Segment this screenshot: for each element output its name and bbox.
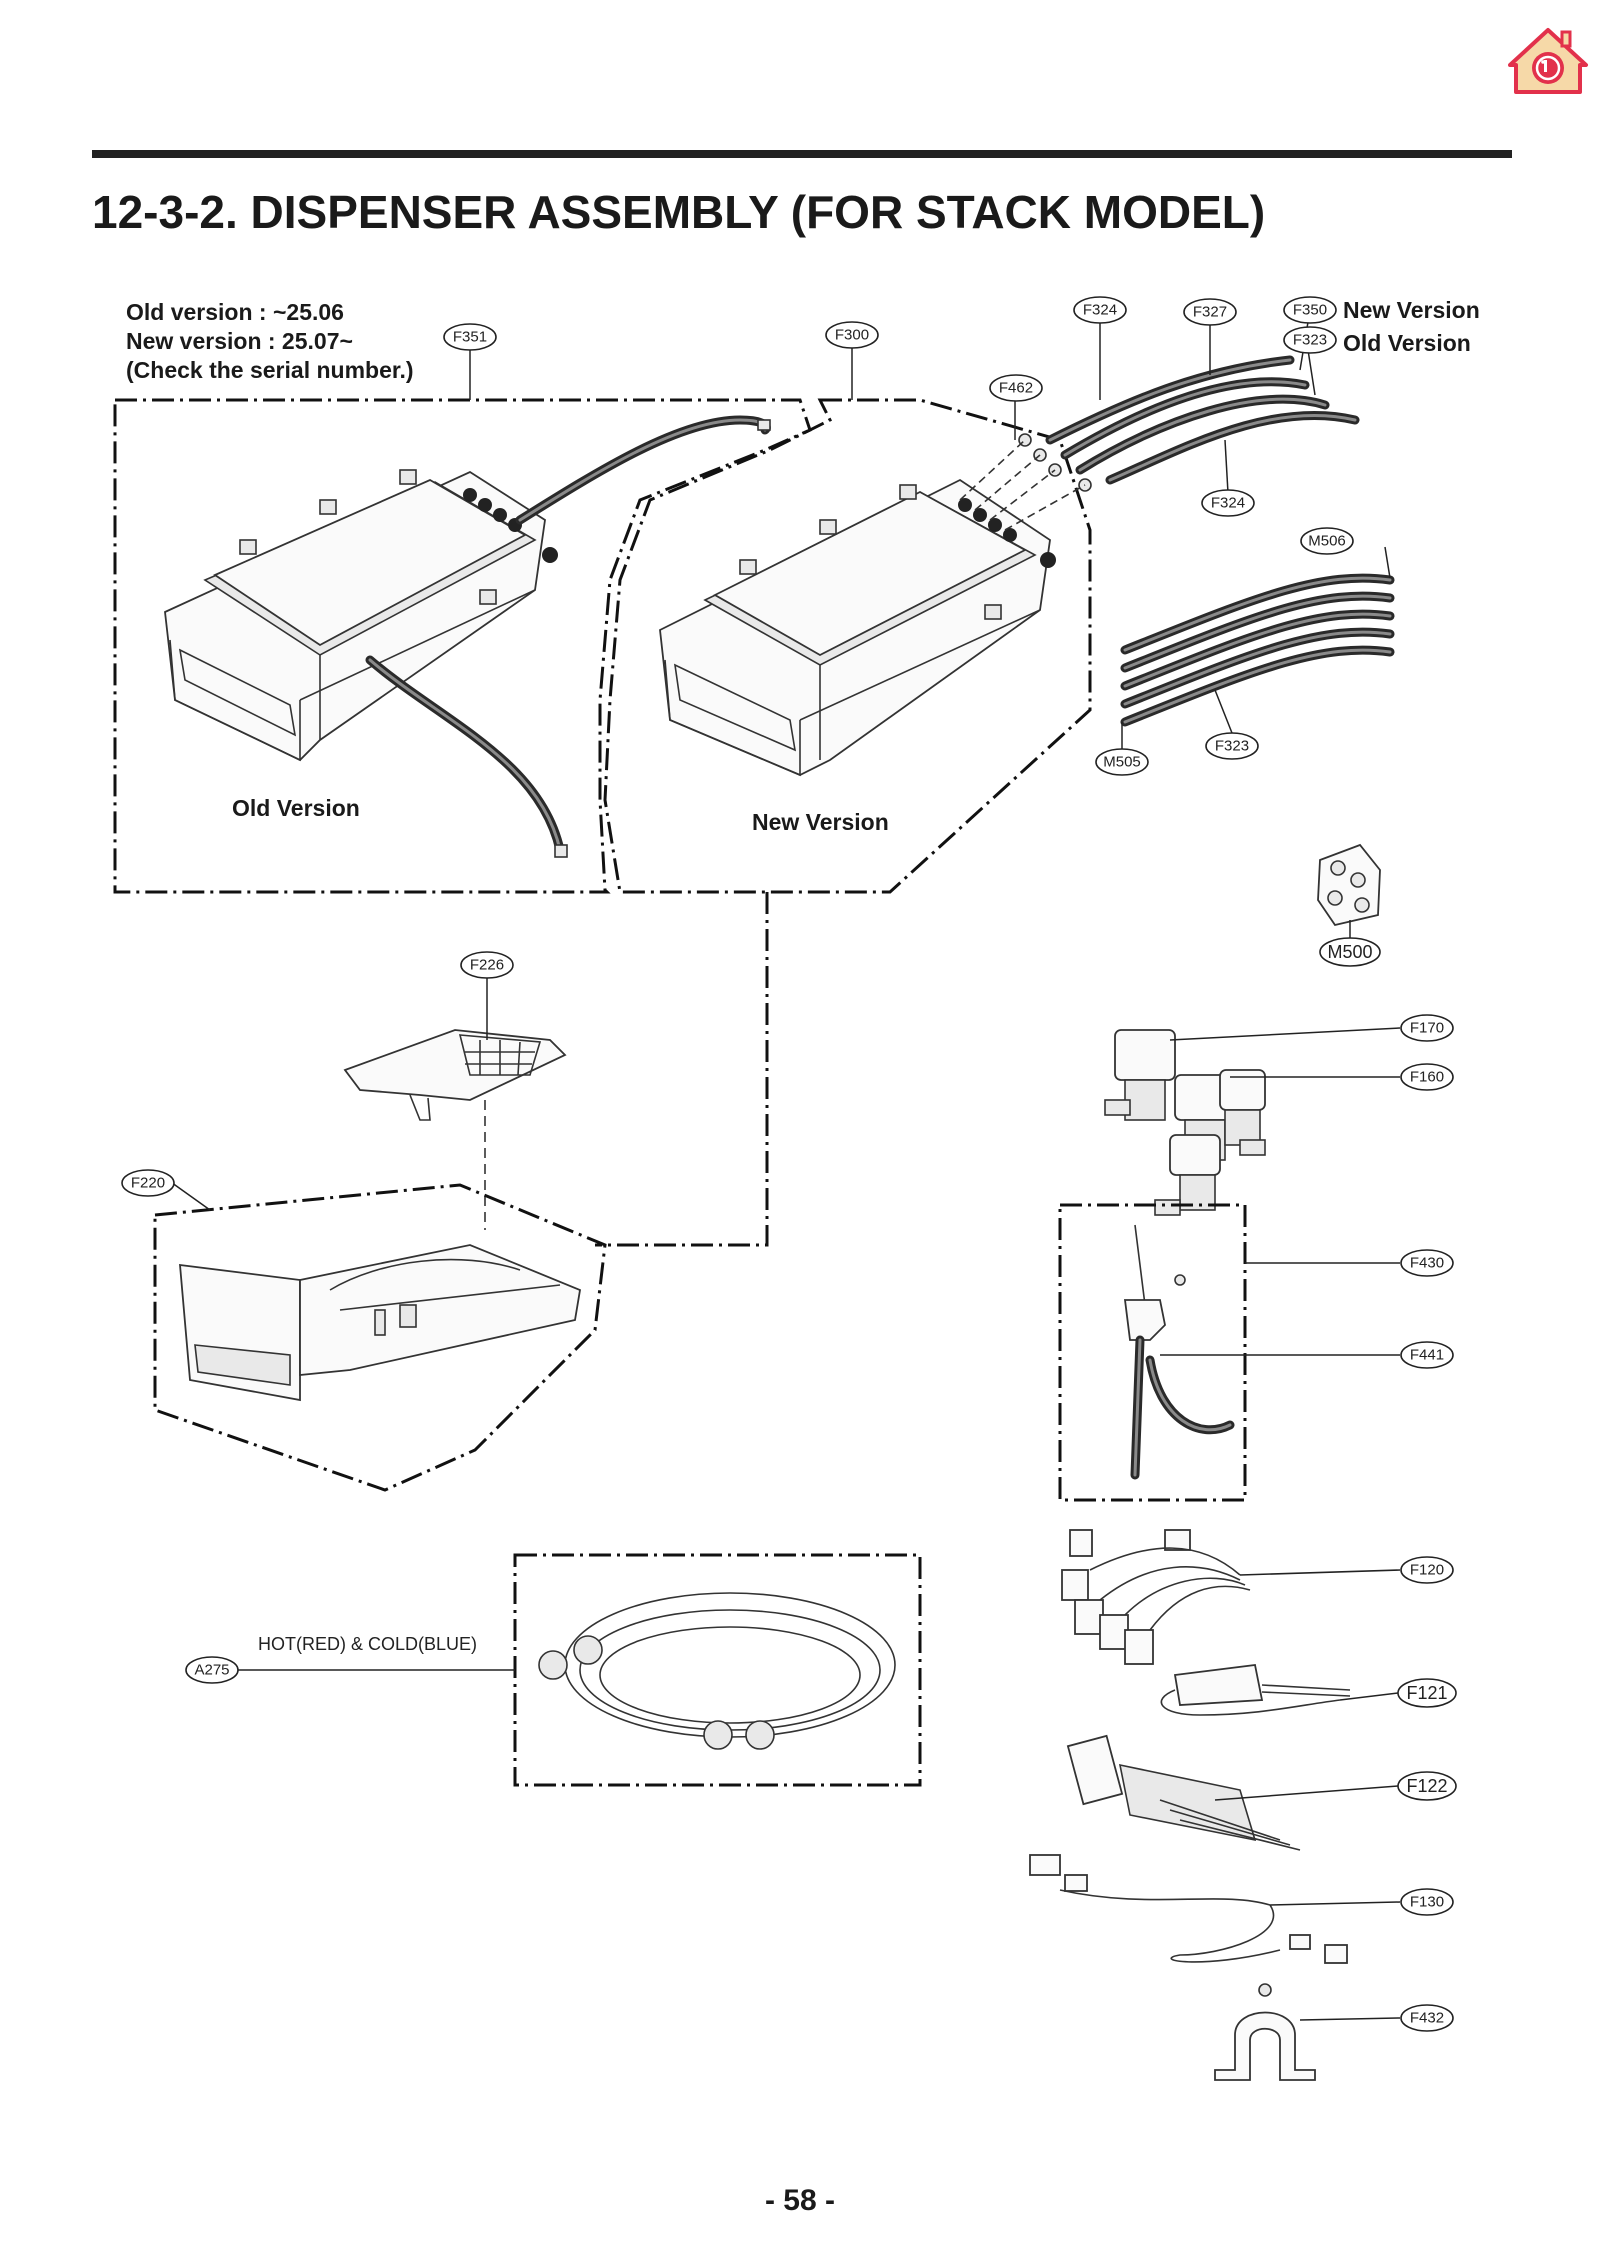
- part-tag-label: F432: [1410, 2010, 1444, 2027]
- part-tag-label: F351: [453, 329, 487, 346]
- part-tag: F121: [1397, 1678, 1457, 1708]
- part-tag-label: F350: [1293, 302, 1327, 319]
- part-tag: F327: [1183, 298, 1237, 326]
- leader-F432: [1299, 2017, 1401, 2021]
- home-logo-icon[interactable]: [1508, 28, 1588, 94]
- inlet-hose-boundary: [513, 1553, 922, 1787]
- wire-harness-f120: [1061, 1529, 1251, 1665]
- leader-F220: [167, 1179, 211, 1211]
- hoses-f324-f327-f350: [959, 355, 1360, 531]
- page-number: - 58 -: [765, 2184, 835, 2217]
- part-tag: F351: [443, 323, 497, 351]
- vent-hose-assembly: [1123, 1224, 1235, 1480]
- clamp-f432: [1214, 1983, 1316, 2081]
- header-rule: [92, 150, 1512, 158]
- part-tag: F130: [1400, 1888, 1454, 1916]
- version-note: Old version : ~25.06 New version : 25.07…: [126, 299, 414, 383]
- drain-hose-boundary: [1058, 1203, 1247, 1502]
- part-tag-label: F327: [1193, 304, 1227, 321]
- part-tag: F350: [1283, 296, 1337, 324]
- pressure-switch: [1317, 843, 1381, 927]
- hose-f351: [365, 415, 771, 858]
- part-tag-label: F324: [1211, 495, 1245, 512]
- part-tag-label: F220: [131, 1175, 165, 1192]
- leader-F324b: [1224, 439, 1229, 494]
- part-tag-label: F120: [1410, 1562, 1444, 1579]
- leader-F120: [1239, 1569, 1401, 1576]
- hoses-m505-m506-f323: [1120, 573, 1395, 727]
- page-title: 12-3-2. DISPENSER ASSEMBLY (FOR STACK MO…: [92, 186, 1265, 238]
- leader-F121: [1339, 1692, 1399, 1701]
- part-tag: F462: [989, 374, 1043, 402]
- part-tag: F226: [460, 951, 514, 979]
- part-tag: M505: [1095, 748, 1149, 776]
- wire-harness-f121: [1160, 1664, 1351, 1716]
- part-tag-label: F300: [835, 327, 869, 344]
- part-tag: A275: [185, 1656, 239, 1684]
- inlet-hoses: [538, 1592, 896, 1750]
- leader-F130: [1269, 1901, 1401, 1906]
- leader-F170: [1169, 1027, 1401, 1041]
- dispenser-housing-old: [164, 469, 558, 762]
- part-tag: F441: [1400, 1341, 1454, 1369]
- leader-M506: [1384, 546, 1391, 579]
- dispenser-lid: [343, 1029, 567, 1121]
- part-tag-label: F160: [1410, 1069, 1444, 1086]
- note-line-1: Old version : ~25.06: [126, 299, 344, 325]
- water-valves: [1104, 1029, 1266, 1216]
- part-tag-label: F323: [1215, 738, 1249, 755]
- new-version-legend: New Version: [1343, 297, 1480, 323]
- part-tag-label: F226: [470, 957, 504, 974]
- leader-F323b: [1214, 689, 1233, 734]
- inlet-hose-label: HOT(RED) & COLD(BLUE): [258, 1634, 477, 1654]
- wire-harness-f122: [1066, 1734, 1301, 1851]
- part-tag-label: F170: [1410, 1020, 1444, 1037]
- part-tag-label: F130: [1410, 1894, 1444, 1911]
- part-tag-label: F462: [999, 380, 1033, 397]
- part-tag: F170: [1400, 1014, 1454, 1042]
- part-tag: F324: [1073, 296, 1127, 324]
- leader-F122: [1214, 1785, 1399, 1801]
- part-tag-label: A275: [194, 1662, 229, 1679]
- part-tag: M506: [1300, 527, 1354, 555]
- connector-line: [595, 892, 769, 1247]
- wire-harness-f130: [1029, 1854, 1348, 1964]
- old-version-section-label: Old Version: [232, 795, 360, 821]
- part-tag: M500: [1319, 937, 1381, 967]
- part-tag: F120: [1400, 1556, 1454, 1584]
- detergent-drawer: [179, 1244, 582, 1402]
- part-tag: F323: [1283, 326, 1337, 354]
- part-tag: F300: [825, 321, 879, 349]
- part-tag-label: F441: [1410, 1347, 1444, 1364]
- part-tag-label: M505: [1103, 754, 1141, 771]
- part-tag-label: M506: [1308, 533, 1346, 550]
- note-line-3: (Check the serial number.): [126, 357, 414, 383]
- part-tag: F430: [1400, 1249, 1454, 1277]
- part-tag: F323: [1205, 732, 1259, 760]
- part-tag-label: F122: [1406, 1776, 1447, 1796]
- old-version-boundary: [113, 398, 812, 894]
- part-tag-label: M500: [1327, 942, 1372, 962]
- part-tag: F122: [1397, 1771, 1457, 1801]
- part-tag: F432: [1400, 2004, 1454, 2032]
- part-tag: F160: [1400, 1063, 1454, 1091]
- part-tag: F324: [1201, 489, 1255, 517]
- part-tag-label: F324: [1083, 302, 1117, 319]
- part-tag-label: F430: [1410, 1255, 1444, 1272]
- part-tag-label: F323: [1293, 332, 1327, 349]
- leader-F323a: [1307, 349, 1316, 396]
- part-tag: F220: [121, 1169, 175, 1197]
- part-tag-label: F121: [1406, 1683, 1447, 1703]
- dispenser-housing-new: [659, 478, 1056, 777]
- note-line-2: New version : 25.07~: [126, 328, 353, 354]
- old-version-legend: Old Version: [1343, 330, 1471, 356]
- drawer-boundary: [153, 1183, 607, 1492]
- new-version-section-label: New Version: [752, 809, 889, 835]
